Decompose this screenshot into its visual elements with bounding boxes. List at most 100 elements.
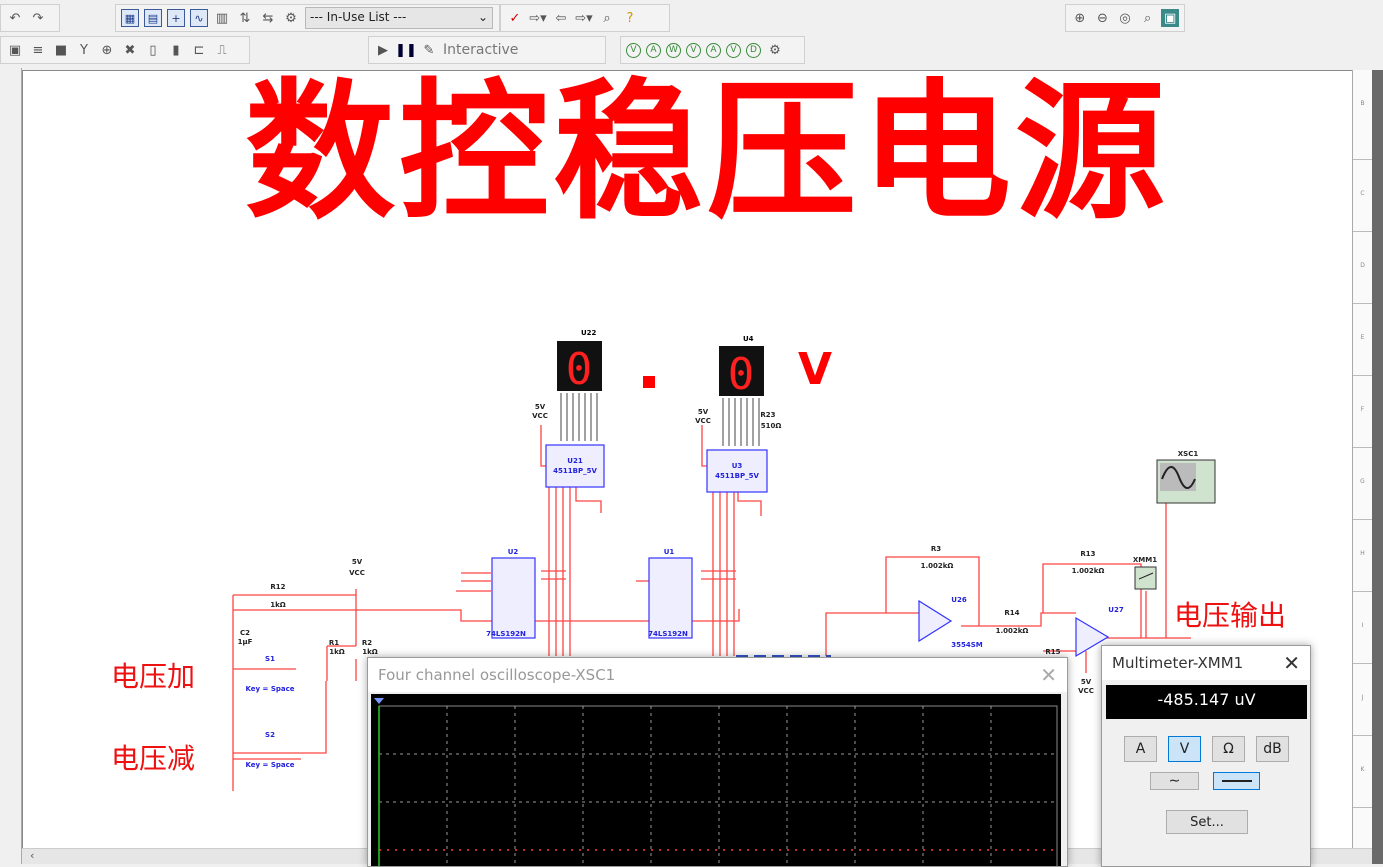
schematic-title: 数控稳压电源 — [245, 66, 1170, 240]
multimeter-window[interactable]: Multimeter-XMM1✕ -485.147 uV A V Ω dB ∼ … — [1101, 645, 1311, 867]
dc-button[interactable] — [1213, 772, 1260, 790]
svg-text:4511BP_5V: 4511BP_5V — [715, 472, 759, 480]
multimeter-xmm1-symbol[interactable] — [1134, 566, 1157, 590]
power-probe-icon[interactable]: W — [666, 42, 681, 58]
schematic-drawing: 0 U22 0 U4 V U21 4511BP_5V U3 4511BP_5V U2… — [111, 329, 1286, 791]
mode-ammeter-button[interactable]: A — [1124, 736, 1157, 762]
svg-text:电压减: 电压减 — [111, 742, 195, 775]
voltage-probe-icon[interactable]: V — [626, 42, 641, 58]
digit-value: 0 — [728, 349, 755, 400]
svg-text:R12: R12 — [270, 583, 285, 591]
spreadsheet-icon[interactable]: ▤ — [144, 9, 162, 27]
electromech-icon[interactable]: ✖ — [124, 42, 136, 58]
svg-text:1.002kΩ: 1.002kΩ — [996, 627, 1029, 635]
connector-icon[interactable]: ▯ — [149, 42, 157, 58]
tools-group: ✓ ⇨▾ ⇦ ⇨▾ ⌕? — [500, 4, 670, 32]
components-group: ▣ ≡ ■ Y ⊕ ✖ ▯ ▮ ⊏ ⎍ — [0, 36, 250, 64]
transfer-icon[interactable]: ⇨▾ — [529, 10, 547, 26]
mode-ohmmeter-button[interactable]: Ω — [1212, 736, 1245, 762]
svg-text:U21: U21 — [567, 457, 583, 465]
antenna-icon[interactable]: Y — [80, 42, 88, 58]
probe-icon[interactable]: ⊕ — [101, 42, 113, 58]
counter-u2[interactable] — [491, 557, 536, 639]
full-screen-icon[interactable]: ▣ — [1161, 9, 1179, 27]
svg-text:U3: U3 — [732, 462, 743, 470]
zoom-in-icon[interactable]: ⊕ — [1074, 10, 1086, 26]
svg-text:XSC1: XSC1 — [1178, 450, 1199, 458]
oscilloscope-screen — [371, 694, 1061, 866]
window-title: Multimeter-XMM1 — [1112, 654, 1244, 672]
seven-segment-u4[interactable]: 0 U4 — [719, 335, 764, 400]
mode-db-button[interactable]: dB — [1256, 736, 1289, 762]
svg-text:Key = Space: Key = Space — [245, 685, 294, 693]
scroll-left-icon[interactable]: ‹ — [30, 849, 35, 862]
vertical-scrollbar[interactable] — [1372, 70, 1383, 864]
in-use-list-dropdown[interactable]: --- In-Use List ---⌄ — [305, 7, 493, 29]
oscilloscope-window[interactable]: Four channel oscilloscope-XSC1✕ — [367, 657, 1068, 867]
indicator-icon[interactable]: ■ — [54, 42, 68, 58]
hierarchy-icon[interactable]: ⇆ — [262, 10, 274, 26]
opamp-u26[interactable] — [918, 599, 953, 643]
design-toolbox-icon[interactable]: ▦ — [121, 9, 139, 27]
zoom-fit-icon[interactable]: ⌕ — [1143, 10, 1152, 26]
place-icon[interactable]: ⚙ — [285, 10, 297, 26]
zoom-area-icon[interactable]: ◎ — [1119, 10, 1131, 26]
decoder-u21[interactable] — [545, 444, 605, 488]
ruler-mark: I — [1353, 592, 1372, 664]
grapher-icon[interactable]: + — [167, 9, 185, 27]
svg-text:5V: 5V — [352, 558, 363, 566]
svg-text:U27: U27 — [1108, 606, 1124, 614]
bus-icon[interactable]: ▮ — [172, 42, 180, 58]
seven-segment-u22[interactable]: 0 U22 — [557, 329, 602, 395]
erc-icon[interactable]: ✓ — [509, 10, 521, 26]
svg-text:VCC: VCC — [349, 569, 365, 577]
svg-text:R14: R14 — [1004, 609, 1019, 617]
svg-text:R15: R15 — [1045, 648, 1060, 656]
diff-probe-icon[interactable]: V — [686, 42, 701, 58]
sim-mode-label[interactable]: Interactive — [443, 42, 519, 58]
mode-voltmeter-button[interactable]: V — [1168, 736, 1201, 762]
postprocessor-icon[interactable]: ∿ — [190, 9, 208, 27]
run-icon[interactable]: ▶ — [378, 42, 388, 58]
ac-button[interactable]: ∼ — [1150, 772, 1199, 790]
misc-icon[interactable]: ≡ — [32, 42, 44, 58]
cursor-handle[interactable] — [374, 698, 384, 704]
decoder-u3[interactable] — [706, 449, 768, 493]
vi-probe-icon[interactable]: A — [706, 42, 721, 58]
redo-icon[interactable]: ↷ — [32, 10, 44, 26]
ruler-mark: G — [1353, 448, 1372, 520]
simulation-group: ▶❚❚✎Interactive — [368, 36, 606, 64]
component-wizard-icon[interactable]: ⇅ — [239, 10, 251, 26]
undo-icon[interactable]: ↶ — [9, 10, 21, 26]
svg-text:R3: R3 — [931, 545, 941, 553]
digit-value: 0 — [566, 344, 593, 395]
settings-icon[interactable]: ⚙ — [769, 42, 781, 58]
sine-wave-icon: ∼ — [1168, 773, 1181, 789]
svg-text:5V: 5V — [1081, 678, 1092, 686]
opamp-u27[interactable] — [1075, 616, 1110, 658]
digital-probe-icon[interactable]: D — [746, 42, 761, 58]
counter-u1[interactable] — [648, 557, 693, 639]
database-icon[interactable]: ▥ — [215, 10, 229, 26]
zoom-out-icon[interactable]: ⊖ — [1096, 10, 1108, 26]
close-icon[interactable]: ✕ — [1283, 651, 1300, 675]
pause-icon[interactable]: ❚❚ — [395, 42, 417, 58]
source-icon[interactable]: ▣ — [8, 42, 22, 58]
help-icon[interactable]: ? — [626, 10, 634, 26]
hier-block-icon[interactable]: ⊏ — [193, 42, 205, 58]
oscilloscope-xsc1-symbol[interactable] — [1156, 459, 1216, 504]
svg-text:1µF: 1µF — [238, 638, 253, 646]
svg-text:4511BP_5V: 4511BP_5V — [553, 467, 597, 475]
search-icon[interactable]: ⌕ — [603, 10, 611, 26]
svg-text:510Ω: 510Ω — [761, 422, 782, 430]
ruler-mark: C — [1353, 160, 1372, 232]
close-icon[interactable]: ✕ — [1040, 663, 1057, 687]
step-icon[interactable]: ⎍ — [217, 42, 227, 58]
back-annotate-icon[interactable]: ⇦ — [555, 10, 567, 26]
ref-probe-icon[interactable]: V — [726, 42, 741, 58]
set-button[interactable]: Set... — [1166, 810, 1248, 834]
dc-line-icon — [1221, 780, 1252, 782]
svg-text:U1: U1 — [664, 548, 675, 556]
forward-annotate-icon[interactable]: ⇨▾ — [575, 10, 593, 26]
current-probe-icon[interactable]: A — [646, 42, 661, 58]
